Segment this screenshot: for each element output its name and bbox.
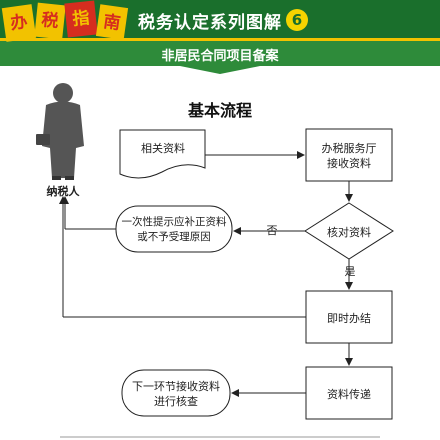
hall-label-line1: 办税服务厅: [321, 142, 377, 155]
logo-char-4: 南: [95, 4, 129, 40]
hall-label-line2: 接收资料: [327, 157, 371, 170]
instant-label: 即时办结: [327, 312, 371, 325]
page-subtitle: 非居民合同项目备案: [161, 49, 279, 64]
logo-char-1: 办: [1, 4, 37, 42]
series-number-badge: 6: [286, 9, 308, 31]
next-label-line1: 下一环节接收资料: [132, 380, 220, 393]
flowchart: [36, 83, 394, 438]
hall-node: [305, 128, 393, 182]
edge-label-yes: 是: [344, 265, 356, 278]
flow-edges: [59, 151, 353, 397]
docs-node: [119, 129, 206, 179]
next-node: [121, 369, 231, 417]
notify-label-line2: 或不予受理原因: [137, 231, 211, 243]
actor-label: 纳税人: [46, 185, 80, 198]
logo-char-2: 税: [34, 2, 66, 40]
header: 办 税 指 南 税务认定系列图解 6 非居民合同项目备案: [0, 0, 440, 74]
next-label-line2: 进行核查: [154, 395, 198, 408]
series-title: 税务认定系列图解: [138, 13, 282, 33]
edge-label-no: 否: [266, 224, 278, 237]
docs-label: 相关资料: [141, 142, 185, 155]
verify-label: 核对资料: [327, 226, 371, 239]
notify-label-line1: 一次性提示应补正资料: [121, 216, 227, 228]
logo-char-3: 指: [64, 0, 98, 38]
transfer-label: 资料传递: [327, 388, 371, 401]
flow-title: 基本流程: [187, 101, 252, 120]
taxpayer-figure-icon: [36, 83, 84, 180]
